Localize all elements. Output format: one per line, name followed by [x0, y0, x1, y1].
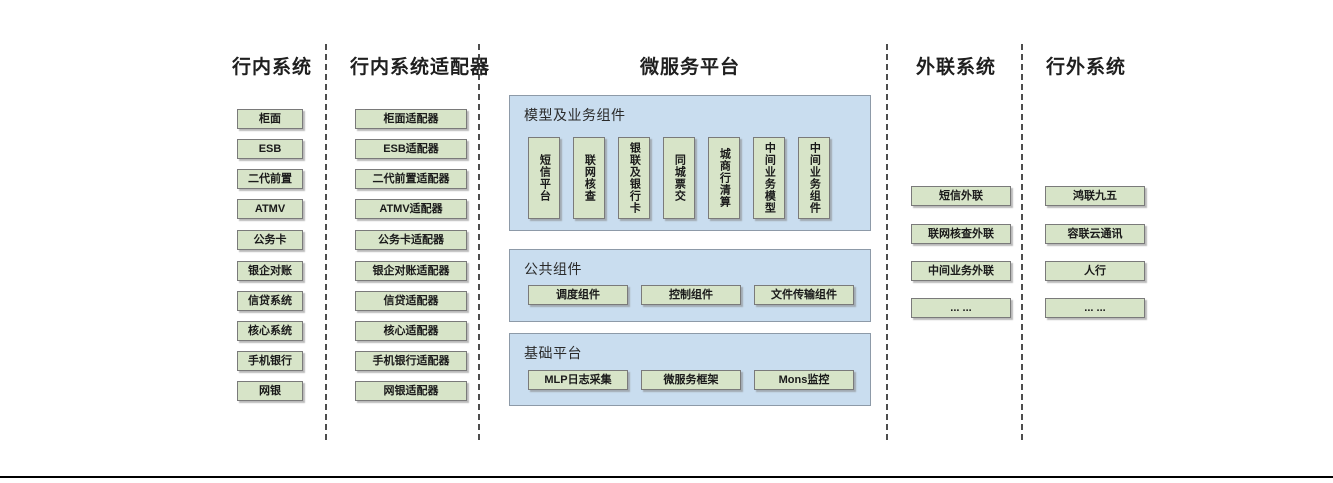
panel-base-platform: 基础平台	[509, 333, 871, 406]
divider-platform-external	[886, 44, 888, 440]
node-model-1[interactable]: 联网核查	[573, 137, 605, 219]
node-model-4[interactable]: 城商行清算	[708, 137, 740, 219]
platform-title: 微服务平台	[639, 57, 740, 78]
column-title-external-link: 外联系统	[916, 57, 997, 78]
node-external-3[interactable]: ... ...	[911, 298, 1011, 318]
column-title-inbank: 行内系统	[232, 57, 313, 78]
node-public-0[interactable]: 调度组件	[528, 285, 628, 305]
node-adapter-9[interactable]: 网银适配器	[355, 381, 467, 401]
node-outbank-1[interactable]: 容联云通讯	[1045, 224, 1145, 244]
node-outbank-3[interactable]: ... ...	[1045, 298, 1145, 318]
node-inbank-7[interactable]: 核心系统	[237, 321, 303, 341]
node-model-2[interactable]: 银联及银行卡	[618, 137, 650, 219]
node-external-0[interactable]: 短信外联	[911, 186, 1011, 206]
node-base-0[interactable]: MLP日志采集	[528, 370, 628, 390]
node-inbank-5[interactable]: 银企对账	[237, 261, 303, 281]
divider-external-outbank	[1021, 44, 1023, 440]
node-inbank-1[interactable]: ESB	[237, 139, 303, 159]
node-adapter-7[interactable]: 核心适配器	[355, 321, 467, 341]
column-title-outbank: 行外系统	[1046, 57, 1127, 78]
node-inbank-0[interactable]: 柜面	[237, 109, 303, 129]
node-outbank-2[interactable]: 人行	[1045, 261, 1145, 281]
node-base-2[interactable]: Mons监控	[754, 370, 854, 390]
node-outbank-0[interactable]: 鸿联九五	[1045, 186, 1145, 206]
panel-title-model-business-components: 模型及业务组件	[524, 107, 626, 123]
node-external-1[interactable]: 联网核查外联	[911, 224, 1011, 244]
node-adapter-4[interactable]: 公务卡适配器	[355, 230, 467, 250]
node-adapter-0[interactable]: 柜面适配器	[355, 109, 467, 129]
panel-title-base-platform: 基础平台	[524, 345, 582, 361]
divider-inbank-adapters	[325, 44, 327, 440]
node-model-6[interactable]: 中间业务组件	[798, 137, 830, 219]
node-adapter-8[interactable]: 手机银行适配器	[355, 351, 467, 371]
node-inbank-9[interactable]: 网银	[237, 381, 303, 401]
node-model-3[interactable]: 同城票交	[663, 137, 695, 219]
node-public-1[interactable]: 控制组件	[641, 285, 741, 305]
node-external-2[interactable]: 中间业务外联	[911, 261, 1011, 281]
node-adapter-1[interactable]: ESB适配器	[355, 139, 467, 159]
node-model-0[interactable]: 短信平台	[528, 137, 560, 219]
node-adapter-5[interactable]: 银企对账适配器	[355, 261, 467, 281]
node-adapter-6[interactable]: 信贷适配器	[355, 291, 467, 311]
panel-title-public-components: 公共组件	[524, 261, 582, 277]
node-inbank-6[interactable]: 信贷系统	[237, 291, 303, 311]
bottom-rule	[0, 476, 1333, 478]
node-adapter-3[interactable]: ATMV适配器	[355, 199, 467, 219]
node-base-1[interactable]: 微服务框架	[641, 370, 741, 390]
node-inbank-2[interactable]: 二代前置	[237, 169, 303, 189]
node-inbank-4[interactable]: 公务卡	[237, 230, 303, 250]
node-adapter-2[interactable]: 二代前置适配器	[355, 169, 467, 189]
node-public-2[interactable]: 文件传输组件	[754, 285, 854, 305]
node-inbank-3[interactable]: ATMV	[237, 199, 303, 219]
node-inbank-8[interactable]: 手机银行	[237, 351, 303, 371]
node-model-5[interactable]: 中间业务模型	[753, 137, 785, 219]
divider-adapters-platform	[478, 44, 480, 440]
column-title-adapters: 行内系统适配器	[350, 57, 491, 78]
